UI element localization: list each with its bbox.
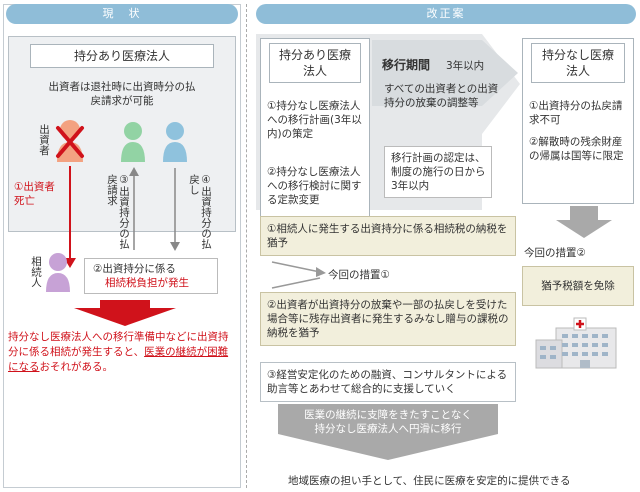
green-person-icon [121,122,145,162]
measure-arrows [271,261,326,289]
arrow-text: 医業の継続に支障をきたすことなく持分なし医療法人へ円滑に移行 [304,409,472,435]
warning-part1: 持分なし医療法人への移行準備中などに出資持分に係る相続が発生すると、 [8,331,229,358]
warning-part2: 医業の継続が困難になる [8,346,229,373]
left-entity-desc: 出資者は退社時に出資時分の払戻請求が可能 [48,81,196,107]
approval-note-box: 移行計画の認定は、制度の施行の日から3年以内 [384,146,492,198]
left-warning: 持分なし医療法人への移行準備中などに出資持分に係る相続が発生すると、医業の継続が… [8,330,236,375]
right-gray-down-arrow [556,206,612,238]
left-entity-box [8,36,236,232]
blue-person-icon [163,122,187,162]
footer-text: 地域医療の担い手として、住民に医療を安定的に提供できる [288,475,571,487]
with-shares-item1: ①持分なし医療法人への移行計画(3年以内)の策定 [267,100,362,140]
without-shares-title: 持分なし医療法人 [542,48,615,78]
left-header: 現 状 [6,4,238,24]
left-red-down-arrow [74,300,176,326]
step4-label: ④出資持分の払戻し [188,174,212,249]
investor-label: 出資者 [38,124,50,156]
measure1-box: ①相続人に発生する出資持分に係る相続税の納税を猶予 [260,216,516,256]
measure1-label: 今回の措置① [328,269,390,281]
left-flow-arrows [64,166,180,268]
warning-part3: おそれがある。 [39,361,114,373]
measure2-label: 今回の措置② [524,247,586,259]
without-item1: ①出資持分の払戻請求不可 [529,100,623,126]
heir-label: 相続人 [30,256,42,288]
left-entity-title-box: 持分あり医療法人 [30,44,214,68]
death-label: ①出資者死亡 [14,181,55,207]
heir-person-icon [46,253,70,292]
with-shares-title: 持分あり医療法人 [278,48,351,78]
panel-divider [246,4,247,488]
right-header: 改正案 [256,4,636,24]
left-entity-title: 持分あり医療法人 [73,49,170,63]
with-shares-title-box: 持分あり医療法人 [269,43,361,83]
with-shares-box: 持分あり医療法人 ①持分なし医療法人への移行計画(3年以内)の策定 ②持分なし医… [260,38,370,228]
without-item2: ②解散時の残余財産の帰属は国等に限定 [529,136,624,162]
measure2-text: ②出資者が出資持分の放棄や一部の払戻しを受けた場合等に残存出資者に発生するみなし… [267,299,509,339]
transition-title: 移行期間 [382,58,431,72]
measure3-text: ③経営安定化のための融資、コンサルタントによる助言等とあわせて総合的に支援してい… [267,369,508,395]
measure1-text: ①相続人に発生する出資持分に係る相続税の納税を猶予 [267,223,508,249]
step2-line1: ②出資持分に係る [93,263,176,275]
exemption: 猶予税額を免除 [541,280,615,292]
step2-line2: 相続税負担が発生 [105,277,189,289]
transition-desc: すべての出資者との出資持分の放棄の調整等 [384,83,499,109]
exemption-box: 猶予税額を免除 [522,266,634,306]
without-shares-box: 持分なし医療法人 ①出資持分の払戻請求不可 ②解散時の残余財産の帰属は国等に限定 [522,38,634,204]
transition-header-arrow [372,40,518,106]
final-down-arrow [278,404,498,460]
death-cross-icon [56,126,84,158]
measure3-box: ③経営安定化のための融資、コンサルタントによる助言等とあわせて総合的に支援してい… [260,362,516,402]
step2-box: ②出資持分に係る 相続税負担が発生 [84,258,218,294]
without-shares-title-box: 持分なし医療法人 [531,43,625,83]
step3-label: ③出資持分の払戻請求 [106,174,130,249]
approval-note: 移行計画の認定は、制度の施行の日から3年以内 [391,152,486,192]
hospital-icon [535,317,617,369]
transition-period: 3年以内 [446,60,485,72]
with-shares-item2: ②持分なし医療法人への移行検討に関する定款変更 [267,166,362,206]
measure2-box: ②出資者が出資持分の放棄や一部の払戻しを受けた場合等に残存出資者に発生するみなし… [260,292,516,346]
